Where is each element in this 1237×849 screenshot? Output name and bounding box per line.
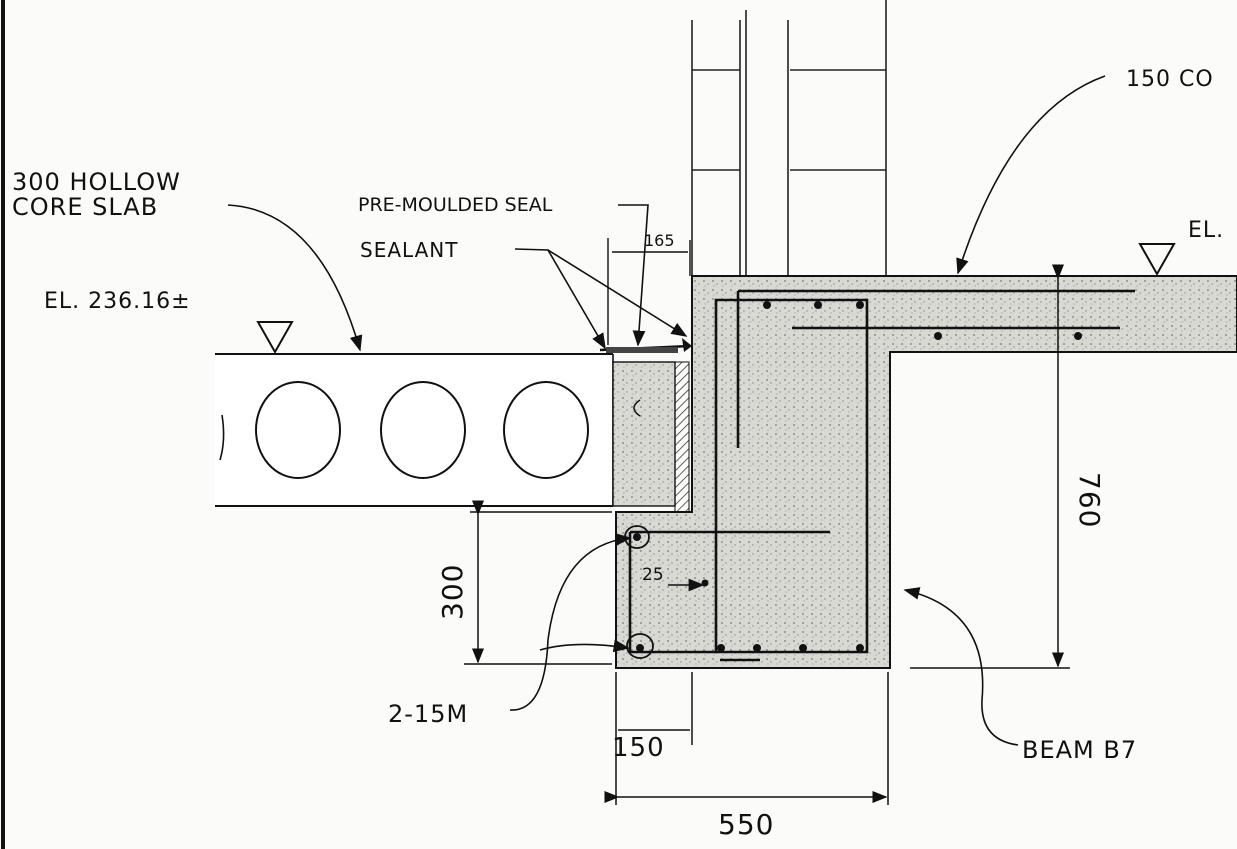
reinforcement bbox=[628, 289, 1135, 662]
slab-label-line1: 300 HOLLOW bbox=[12, 168, 181, 196]
masonry-wall bbox=[691, 0, 887, 275]
dim-150-550 bbox=[604, 672, 889, 805]
rebar-dots bbox=[633, 301, 1082, 652]
slab-elevation-label: EL. 236.16± bbox=[44, 289, 191, 314]
dim-300-label: 300 bbox=[436, 564, 469, 620]
cover-25-label: 25 bbox=[642, 565, 664, 585]
dim-165-label: 165 bbox=[644, 231, 675, 250]
grout-key bbox=[633, 399, 641, 417]
seal-label: PRE-MOULDED SEAL bbox=[358, 194, 553, 216]
grout-fill bbox=[612, 361, 676, 507]
right-elevation-label: EL. bbox=[1188, 218, 1224, 243]
dim-300 bbox=[464, 500, 612, 665]
elevation-marker-left bbox=[256, 321, 294, 355]
elevation-marker-right bbox=[1138, 243, 1176, 277]
leaders bbox=[227, 75, 1106, 746]
dim-760 bbox=[910, 264, 1070, 669]
sealant-label: SEALANT bbox=[360, 238, 458, 262]
beam-concrete bbox=[615, 275, 1237, 669]
joint-seal bbox=[599, 338, 692, 353]
slab-label-line2: CORE SLAB bbox=[12, 193, 158, 221]
dim-150-label: 150 bbox=[612, 733, 665, 763]
top-slab-label: 150 CO bbox=[1126, 67, 1214, 92]
dim-165 bbox=[607, 238, 691, 345]
hollow-core-slab bbox=[215, 353, 614, 507]
dim-550-label: 550 bbox=[718, 808, 774, 841]
bars-label: 2-15M bbox=[388, 700, 468, 728]
dim-760-label: 760 bbox=[1073, 472, 1106, 528]
bearing-strip bbox=[674, 361, 690, 513]
beam-label: BEAM B7 bbox=[1022, 736, 1137, 764]
